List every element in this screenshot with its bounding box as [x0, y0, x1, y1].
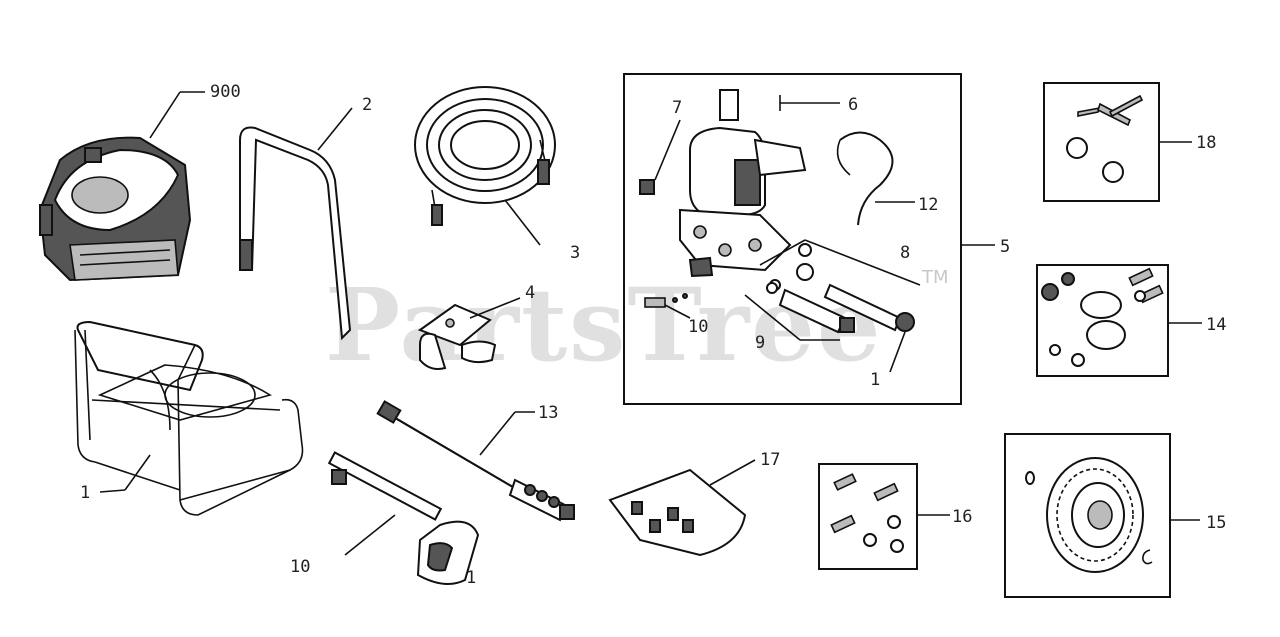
- callout-pump-1[interactable]: 1: [870, 370, 880, 390]
- callout-wand[interactable]: 13: [538, 403, 558, 423]
- leader-engine: [149, 91, 181, 139]
- leader-pump-8b: [759, 239, 806, 266]
- wand-part[interactable]: [376, 400, 575, 522]
- wheel-part[interactable]: [1025, 457, 1153, 573]
- leader-pump-7: [654, 119, 681, 181]
- callout-kit-18[interactable]: 18: [1196, 133, 1216, 153]
- engine-part[interactable]: [38, 136, 192, 282]
- callout-pump-10[interactable]: 10: [688, 317, 708, 337]
- callout-bag[interactable]: 17: [760, 450, 780, 470]
- callout-kit-16[interactable]: 16: [952, 507, 972, 527]
- callout-pump-8[interactable]: 8: [900, 243, 910, 263]
- callout-kit-14[interactable]: 14: [1206, 315, 1226, 335]
- pump-kit-box: [623, 73, 962, 405]
- leader-pump-9a: [744, 294, 801, 341]
- frame-part[interactable]: [74, 320, 304, 516]
- callout-pump-box[interactable]: 5: [1000, 237, 1010, 257]
- leader-wand: [479, 411, 516, 456]
- spray-gun-part[interactable]: [327, 451, 480, 585]
- pump-injector-part[interactable]: [766, 282, 855, 334]
- callout-frame[interactable]: 1: [80, 483, 90, 503]
- leader-pump-10: [664, 304, 691, 319]
- callout-pump-7[interactable]: 7: [672, 98, 682, 118]
- callout-pump-12[interactable]: 12: [918, 195, 938, 215]
- callout-gun-1[interactable]: 1: [466, 568, 476, 588]
- watermark-trademark: TM: [921, 267, 949, 288]
- pump-nozzle-part[interactable]: [644, 293, 688, 308]
- kit-18-part[interactable]: [1066, 94, 1144, 183]
- callout-engine[interactable]: 900: [210, 82, 241, 102]
- nozzle-bag-part[interactable]: [608, 468, 747, 557]
- leader-pump-8a: [804, 239, 921, 286]
- kit-16-box: [818, 463, 918, 570]
- callout-handle[interactable]: 2: [362, 95, 372, 115]
- wheel-kit-box: [1004, 433, 1171, 598]
- callout-wheel[interactable]: 15: [1206, 513, 1226, 533]
- pump-unloader-part[interactable]: [796, 263, 915, 332]
- pump-assembly-part[interactable]: [639, 89, 812, 291]
- leader-handle: [317, 107, 353, 151]
- callout-hose[interactable]: 3: [570, 243, 580, 263]
- handle-part[interactable]: [239, 126, 352, 341]
- callout-pump-9[interactable]: 9: [755, 333, 765, 353]
- leader-hose: [504, 199, 541, 246]
- leader-bag: [709, 459, 756, 486]
- leader-frame-2: [99, 489, 126, 493]
- callout-gun[interactable]: 10: [290, 557, 310, 577]
- leader-bracket: [469, 297, 521, 319]
- bracket-part[interactable]: [417, 303, 497, 370]
- watermark-text: PartsTree: [325, 266, 883, 384]
- leader-gun: [344, 514, 396, 556]
- leader-pump-1: [889, 331, 906, 373]
- leader-frame: [124, 454, 151, 491]
- kit-16-part[interactable]: [830, 473, 904, 553]
- kit-14-part[interactable]: [1041, 267, 1164, 367]
- kit-14-box: [1036, 264, 1169, 377]
- hose-part[interactable]: [414, 86, 556, 226]
- callout-bracket[interactable]: 4: [525, 283, 535, 303]
- callout-pump-6[interactable]: 6: [848, 95, 858, 115]
- pump-tube-part[interactable]: [836, 131, 894, 226]
